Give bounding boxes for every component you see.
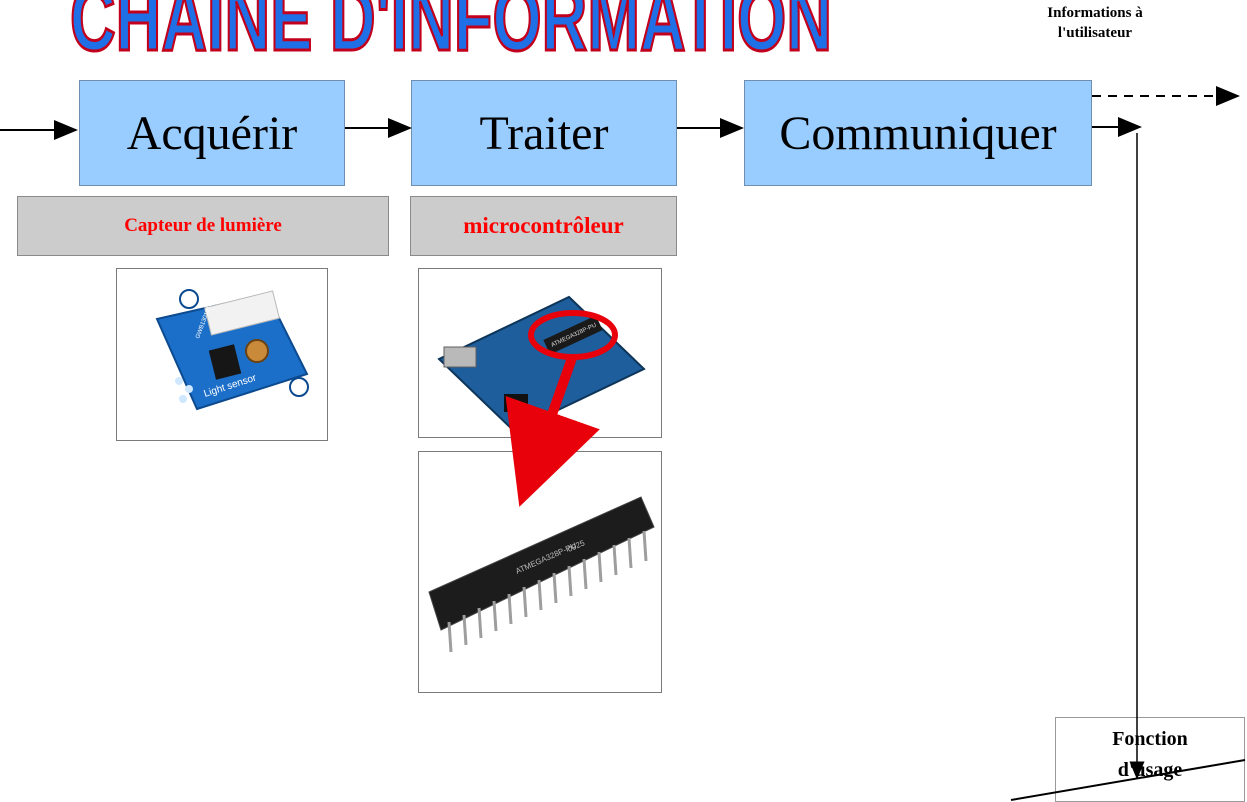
component-microcontroleur: microcontrôleur <box>410 196 677 256</box>
output-info-line-1: Informations à <box>1047 5 1143 21</box>
function-communiquer: Communiquer <box>744 80 1092 186</box>
function-acquerir-label: Acquérir <box>126 106 298 160</box>
arduino-photo: ATMEGA328P-PU <box>418 268 662 438</box>
usage-diagonal-line <box>1010 759 1246 801</box>
chip-callout-arrow <box>505 356 600 507</box>
function-communiquer-label: Communiquer <box>779 106 1057 160</box>
chip-highlight-circle <box>528 310 618 360</box>
page-title: CHAINE D'INFORMATION <box>70 0 832 70</box>
output-info-line-2: l'utilisateur <box>1057 25 1133 41</box>
component-capteur-label: Capteur de lumière <box>124 215 282 236</box>
light-sensor-photo: Light sensor GWB1301010 <box>116 268 328 441</box>
component-capteur: Capteur de lumière <box>17 196 389 256</box>
output-info-label: Informations à l'utilisateur <box>1010 3 1180 43</box>
chip-pins <box>447 530 648 653</box>
component-microcontroleur-label: microcontrôleur <box>463 213 624 238</box>
chip-illustration: ATMEGA328P-PU 0925 <box>428 496 655 653</box>
fonction-usage-line-1: Fonction <box>1112 728 1188 750</box>
sensor-board <box>155 289 309 411</box>
function-traiter: Traiter <box>411 80 677 186</box>
function-acquerir: Acquérir <box>79 80 345 186</box>
light-sensor-illustration: Light sensor GWB1301010 <box>155 289 309 411</box>
function-traiter-label: Traiter <box>479 106 609 160</box>
